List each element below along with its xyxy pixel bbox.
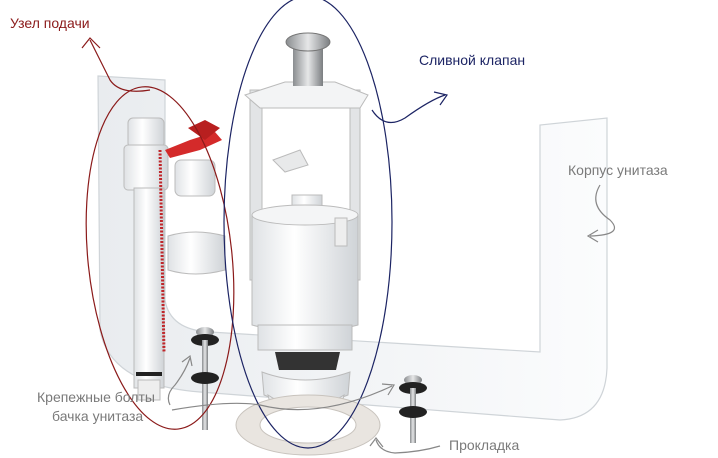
fill-valve-arrow [81, 37, 151, 92]
fill-valve [123, 117, 226, 401]
flush-valve-label: Сливной клапан [419, 52, 526, 68]
tank-body-label: Корпус унитаза [568, 162, 668, 178]
mounting-bolt [399, 375, 427, 443]
gasket-arrow [369, 437, 441, 454]
bolts-arrow [171, 383, 396, 411]
gasket-ring [235, 394, 381, 456]
tank-body-arrow [586, 184, 615, 243]
fill-valve-label: Узел подачи [10, 15, 90, 31]
bolts-label-line1: Крепежные болты [37, 389, 155, 405]
flush-valve [244, 32, 369, 430]
bolts-label-line2: бачка унитаза [52, 408, 144, 424]
mounting-bolt [191, 327, 219, 430]
bolts-arrow [167, 354, 193, 406]
gasket-label: Прокладка [449, 437, 520, 453]
flush-valve-highlight [223, 0, 393, 449]
tank-body-panel [97, 75, 608, 421]
flush-valve-arrow [371, 91, 449, 124]
fill-valve-highlight [85, 86, 235, 430]
